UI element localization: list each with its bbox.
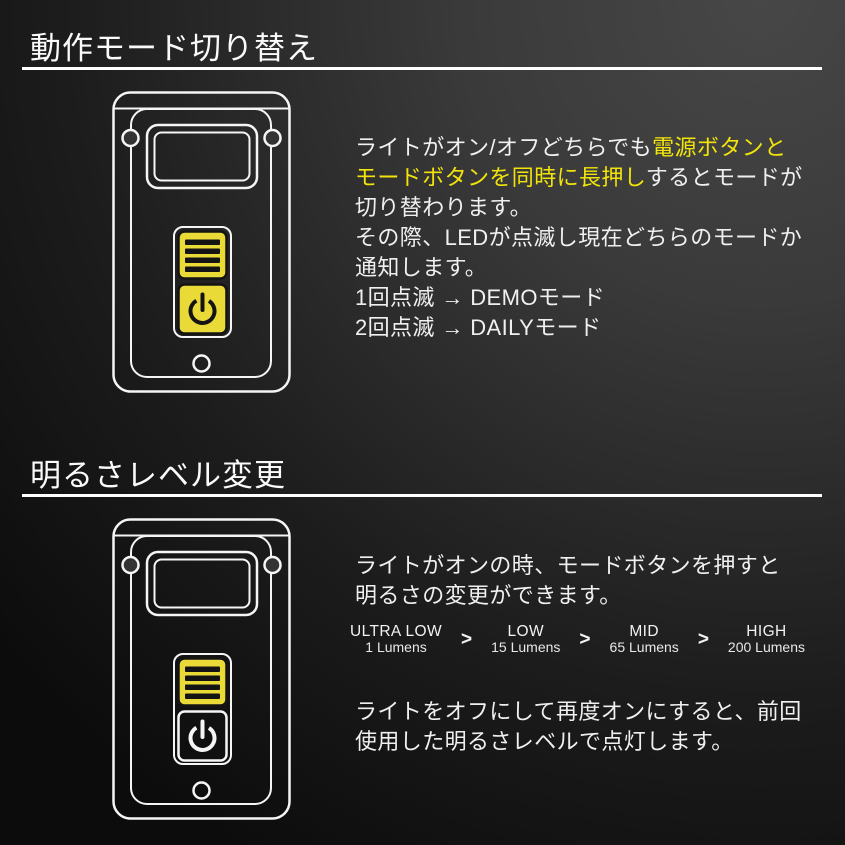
text-line: 通知します。 [355,255,488,280]
text-line: 1回点滅 → DEMOモード [355,285,606,310]
heading-underline [22,494,822,497]
text-line: 切り替わります。 [355,195,533,220]
power-icon [188,292,217,325]
power-button [177,710,228,762]
text-segment: ライトがオン/オフどちらでも [355,135,653,160]
device-face-panel [130,535,272,805]
hanging-hole-right [263,128,282,148]
level-lumens: 15 Lumens [491,639,561,655]
text-segment: するとモードが [645,165,803,190]
device-illustration-mode-button [112,518,291,820]
highlight-text: 電源ボタンと [652,135,787,160]
highlight-text: モードボタンを同時に長押し [355,165,646,190]
power-icon [188,719,217,752]
lens-window [153,558,251,609]
stripes-icon [185,239,220,272]
text-line: ライトをオフにして再度オンにすると、前回 [355,699,802,724]
brightness-level-ultra-low: ULTRA LOW 1 Lumens [350,624,442,655]
level-label: ULTRA LOW [350,623,443,640]
brightness-level-low: LOW 15 Lumens [491,624,560,655]
text-line: 使用した明るさレベルで点灯します。 [355,729,734,754]
lens-frame [145,123,259,190]
brightness-level-mid: MID 65 Lumens [610,624,679,655]
next-level-arrow: > [579,628,591,650]
heading-underline [22,67,822,70]
lens-frame [145,550,259,617]
device-illustration-both-buttons [112,91,291,393]
brightness-intro: ライトがオンの時、モードボタンを押すと 明るさの変更ができます。 [355,551,781,611]
lens-window [153,131,251,182]
section-title-brightness: 明るさレベル変更 [30,458,286,493]
text-line: 2回点滅 → DAILYモード [355,315,602,340]
hanging-hole-right [263,555,282,575]
next-level-arrow: > [697,628,709,650]
device-body-outline [112,518,291,820]
text-line: その際、LEDが点滅し現在どちらのモードか [355,225,803,250]
lanyard-hole [192,354,211,373]
text-line: モードボタンを同時に長押しするとモードが [355,163,803,193]
mode-switch-description: ライトがオン/オフどちらでも電源ボタンと モードボタンを同時に長押しするとモード… [355,133,803,343]
level-lumens: 1 Lumens [365,639,427,655]
hanging-hole-left [121,555,140,575]
mode-button [177,230,228,280]
button-panel-frame [173,653,232,765]
text-line: ライトがオン/オフどちらでも電源ボタンと [355,133,803,163]
brightness-level-high: HIGH 200 Lumens [728,624,805,655]
mode-button [177,657,228,707]
power-button [177,283,228,335]
lanyard-hole [192,781,211,800]
brightness-outro: ライトをオフにして再度オンにすると、前回 使用した明るさレベルで点灯します。 [355,697,802,757]
level-label: MID [629,623,659,640]
button-panel-frame [173,226,232,338]
text-line: 明るさの変更ができます。 [355,583,622,608]
level-lumens: 200 Lumens [727,639,805,655]
text-line: ライトがオンの時、モードボタンを押すと [355,553,781,578]
section-title-mode-switch: 動作モード切り替え [30,31,318,66]
level-label: HIGH [746,623,787,640]
device-body-outline [112,91,291,393]
stripes-icon [185,666,220,699]
hanging-hole-left [121,128,140,148]
level-lumens: 65 Lumens [609,639,679,655]
next-level-arrow: > [461,628,473,650]
brightness-sequence: ULTRA LOW 1 Lumens > LOW 15 Lumens > MID… [350,624,805,655]
device-face-panel [130,108,272,378]
level-label: LOW [507,623,545,640]
